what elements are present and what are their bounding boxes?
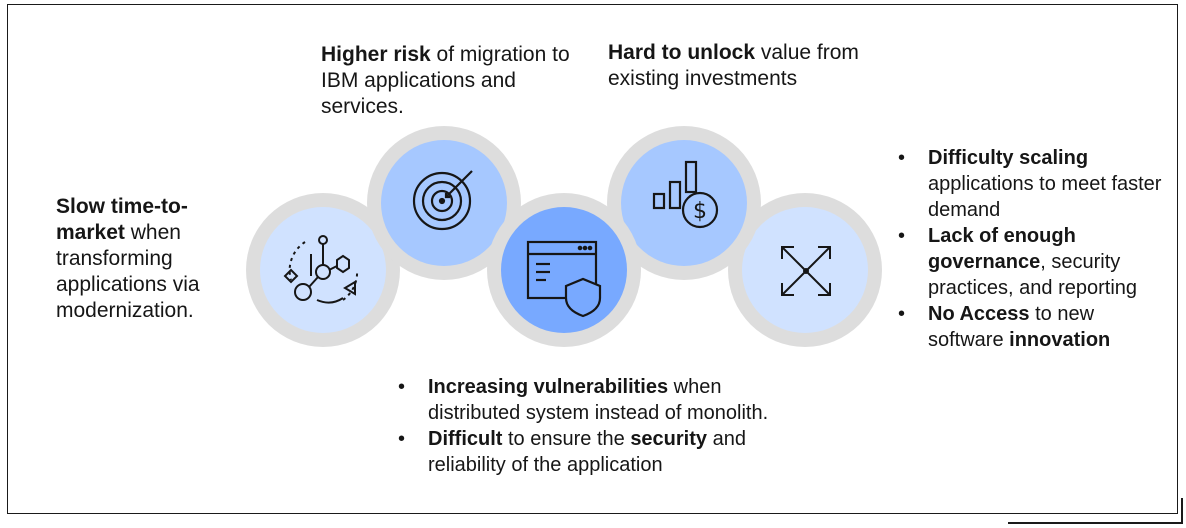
corner-mark-vertical [1181,498,1183,524]
chart-dollar-icon: $ [652,160,719,229]
security-window-icon [526,240,602,318]
modernization-cycle-icon [283,235,359,304]
right-bullet-1-text: applications to meet faster demand [928,173,1162,221]
top-right-text-bold: Hard to unlock [608,41,756,64]
top-left-text-bold: Higher risk [321,43,431,66]
right-bullet-item: • Difficulty scaling applications to mee… [898,145,1170,223]
bottom-bullet-item: • Increasing vulnerabilities when distri… [398,374,798,426]
diagram-frame [7,4,1178,514]
bottom-bullet-list: • Increasing vulnerabilities when distri… [398,374,798,478]
top-right-text-rest: value from existing investments [608,41,859,90]
right-bullet-3-bold-2: innovation [1009,329,1111,351]
left-text-block: Slow time-to-market when transforming ap… [56,194,246,324]
bullet-dot: • [898,303,906,325]
top-right-text-block: Hard to unlock value from existing inves… [608,40,888,92]
bottom-bullet-1-bold: Increasing vulnerabilities [428,376,669,398]
right-bullet-item: • Lack of enough governance, security pr… [898,223,1170,301]
svg-text:$: $ [693,199,707,224]
right-bullet-1-bold: Difficulty scaling [928,147,1089,169]
right-bullet-3-text: to new software [928,303,1095,351]
right-bullet-item: • No Access to new software innovation [898,301,1170,353]
bullet-dot: • [898,225,906,247]
circle-security-ring [487,193,641,347]
bottom-bullet-item: • Difficult to ensure the security and r… [398,426,798,478]
right-bullet-2-bold: Lack of enough governance [928,225,1076,273]
bullet-dot: • [398,428,406,450]
bullet-dot: • [898,147,906,169]
corner-mark-horizontal [1008,522,1183,524]
circle-security-fill [501,207,627,333]
left-text-bold: Slow time-to-market [56,195,188,244]
bottom-bullet-2-text-2: and reliability of the application [428,428,746,476]
left-text-rest: when transforming applications via moder… [56,221,200,322]
right-bullet-list: • Difficulty scaling applications to mee… [898,145,1170,353]
bottom-bullet-2-bold-2: security [630,428,708,450]
right-bullet-2-text: , security practices, and reporting [928,251,1138,299]
bottom-bullet-2-bold: Difficult [428,428,503,450]
expand-arrows-icon [781,246,831,296]
circle-modernization-ring [246,193,400,347]
bottom-bullet-1-text: when distributed system instead of monol… [428,376,769,424]
circle-modernization-fill [260,207,386,333]
bottom-bullet-2-text: to ensure the [502,428,631,450]
bullet-dot: • [398,376,406,398]
top-left-text-rest: of migration to IBM applications and ser… [321,43,570,118]
right-bullet-3-bold: No Access [928,303,1030,325]
top-left-text-block: Higher risk of migration to IBM applicat… [321,42,571,120]
target-icon [412,170,473,231]
